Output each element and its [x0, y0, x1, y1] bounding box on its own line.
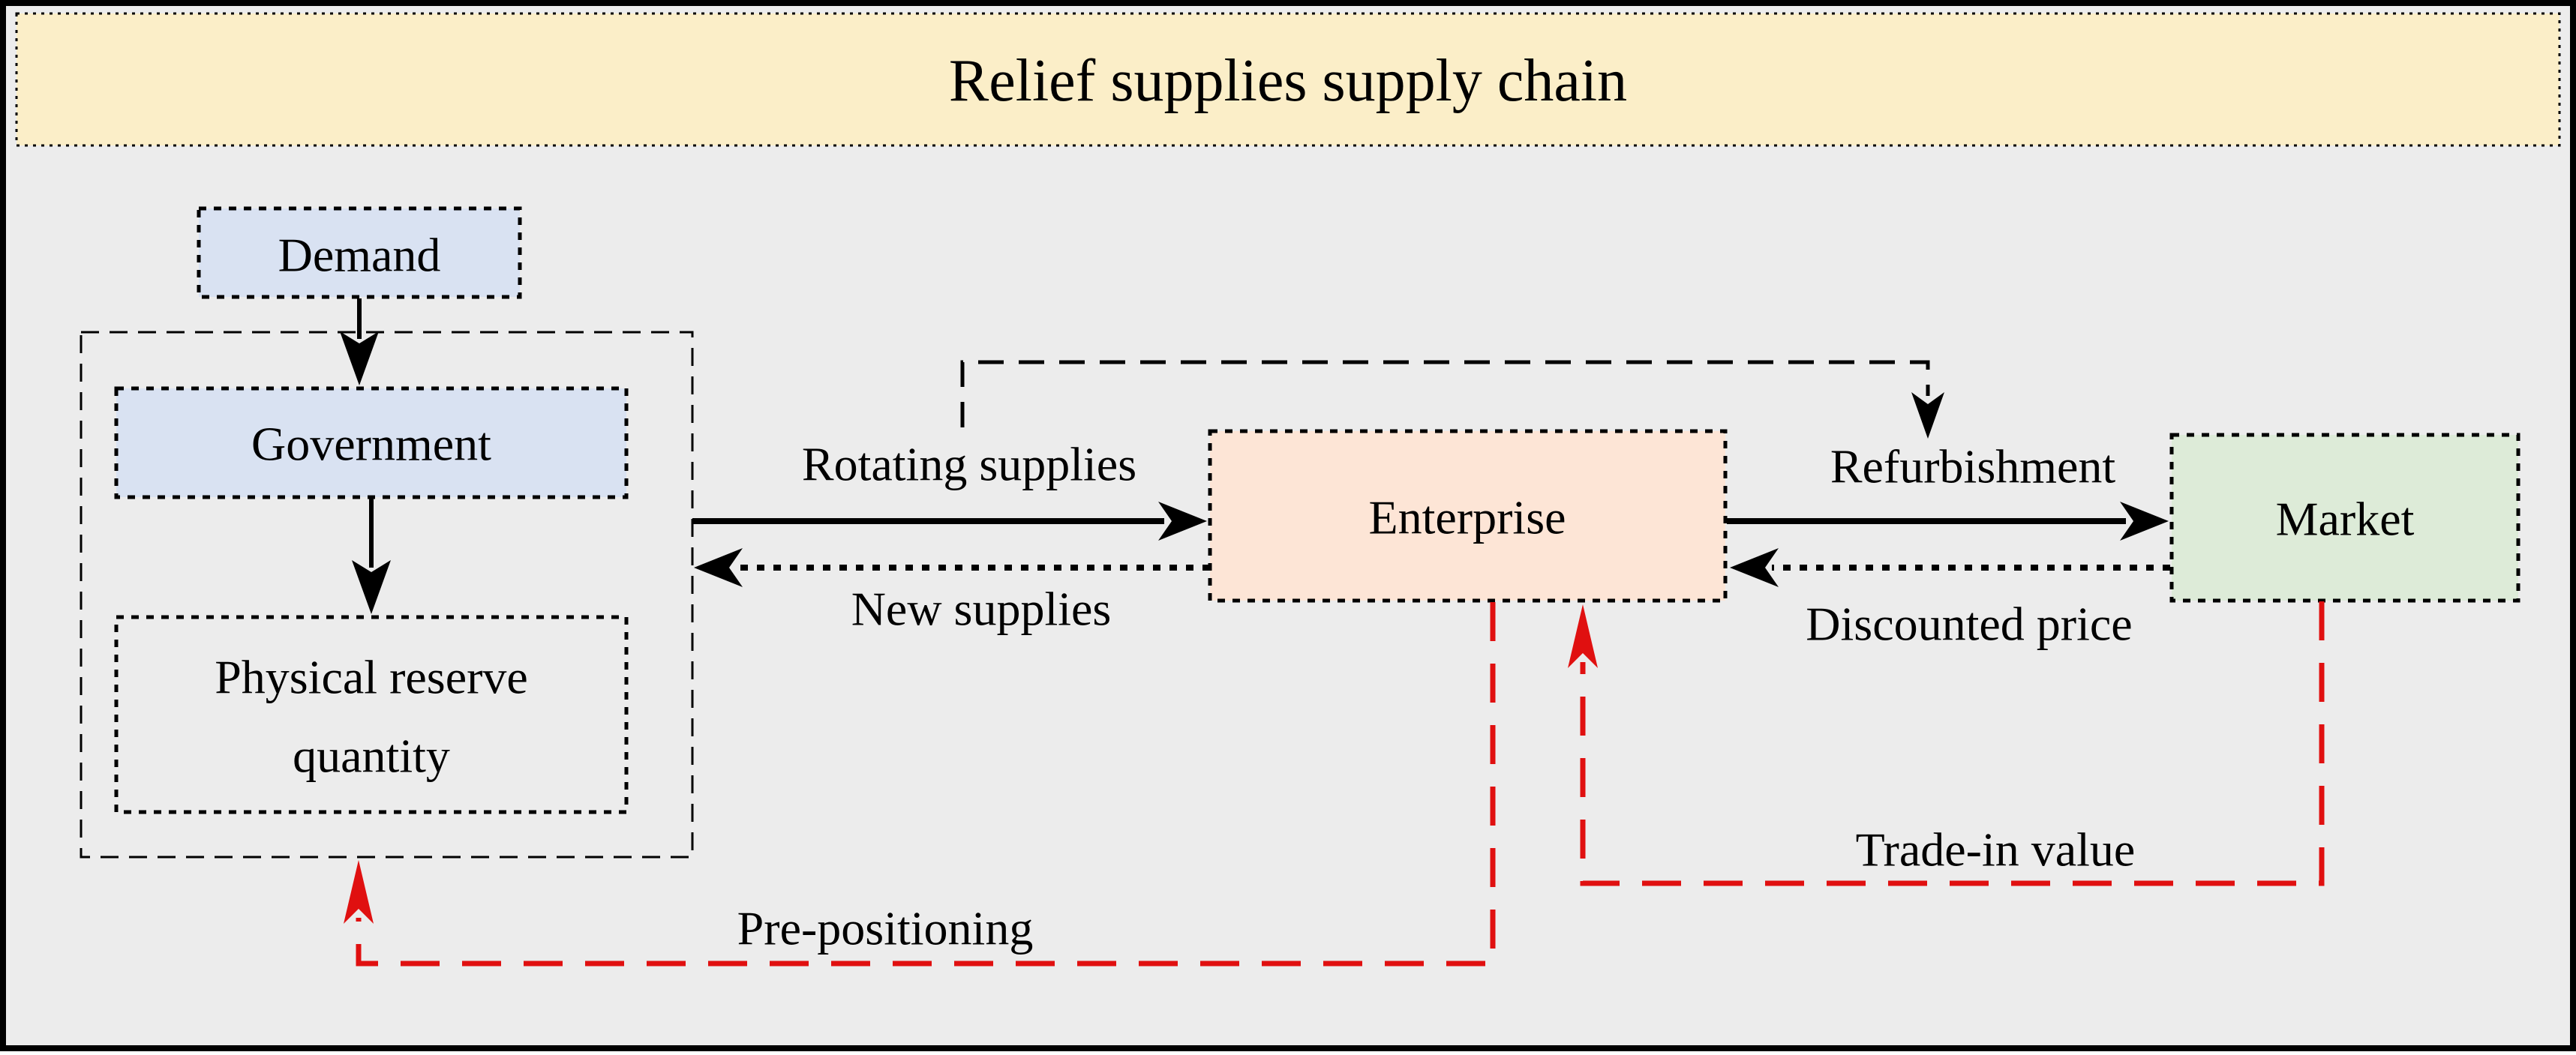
- new-supplies-label: New supplies: [851, 583, 1112, 636]
- discounted-price-arrow: [1730, 548, 2170, 587]
- government-group-box: [80, 331, 694, 859]
- demand-label: Demand: [278, 229, 441, 282]
- enterprise-label: Enterprise: [1369, 491, 1566, 544]
- diagram-title: Relief supplies supply chain: [949, 48, 1627, 114]
- rotating-to-refurbishment-connector: [960, 360, 1944, 439]
- pre-positioning-label: Pre-positioning: [737, 902, 1034, 955]
- pre-positioning-path: [344, 602, 1496, 967]
- government-label: Government: [251, 418, 491, 471]
- physical-reserve-label-line1: Physical reserve: [215, 651, 528, 704]
- refurbishment-arrow: [1727, 502, 2169, 541]
- market-node: [2169, 433, 2520, 603]
- enterprise-node: [1208, 429, 1728, 603]
- trade-in-value-label: Trade-in value: [1856, 823, 2136, 877]
- market-label: Market: [2276, 493, 2415, 546]
- government-node: [114, 386, 629, 499]
- new-supplies-arrow: [694, 548, 1210, 587]
- demand-node: [197, 206, 522, 299]
- refurbishment-label: Refurbishment: [1830, 440, 2116, 493]
- discounted-price-label: Discounted price: [1806, 598, 2132, 651]
- trade-in-value-path: [1568, 601, 2325, 886]
- rotating-supplies-label: Rotating supplies: [802, 438, 1136, 491]
- physical-reserve-node: [114, 615, 629, 814]
- government-to-physical-arrow: [352, 499, 391, 614]
- rotating-supplies-arrow: [692, 502, 1207, 541]
- title-band: [15, 12, 2561, 147]
- demand-to-government-arrow: [340, 298, 379, 385]
- physical-reserve-label-line2: quantity: [293, 730, 450, 783]
